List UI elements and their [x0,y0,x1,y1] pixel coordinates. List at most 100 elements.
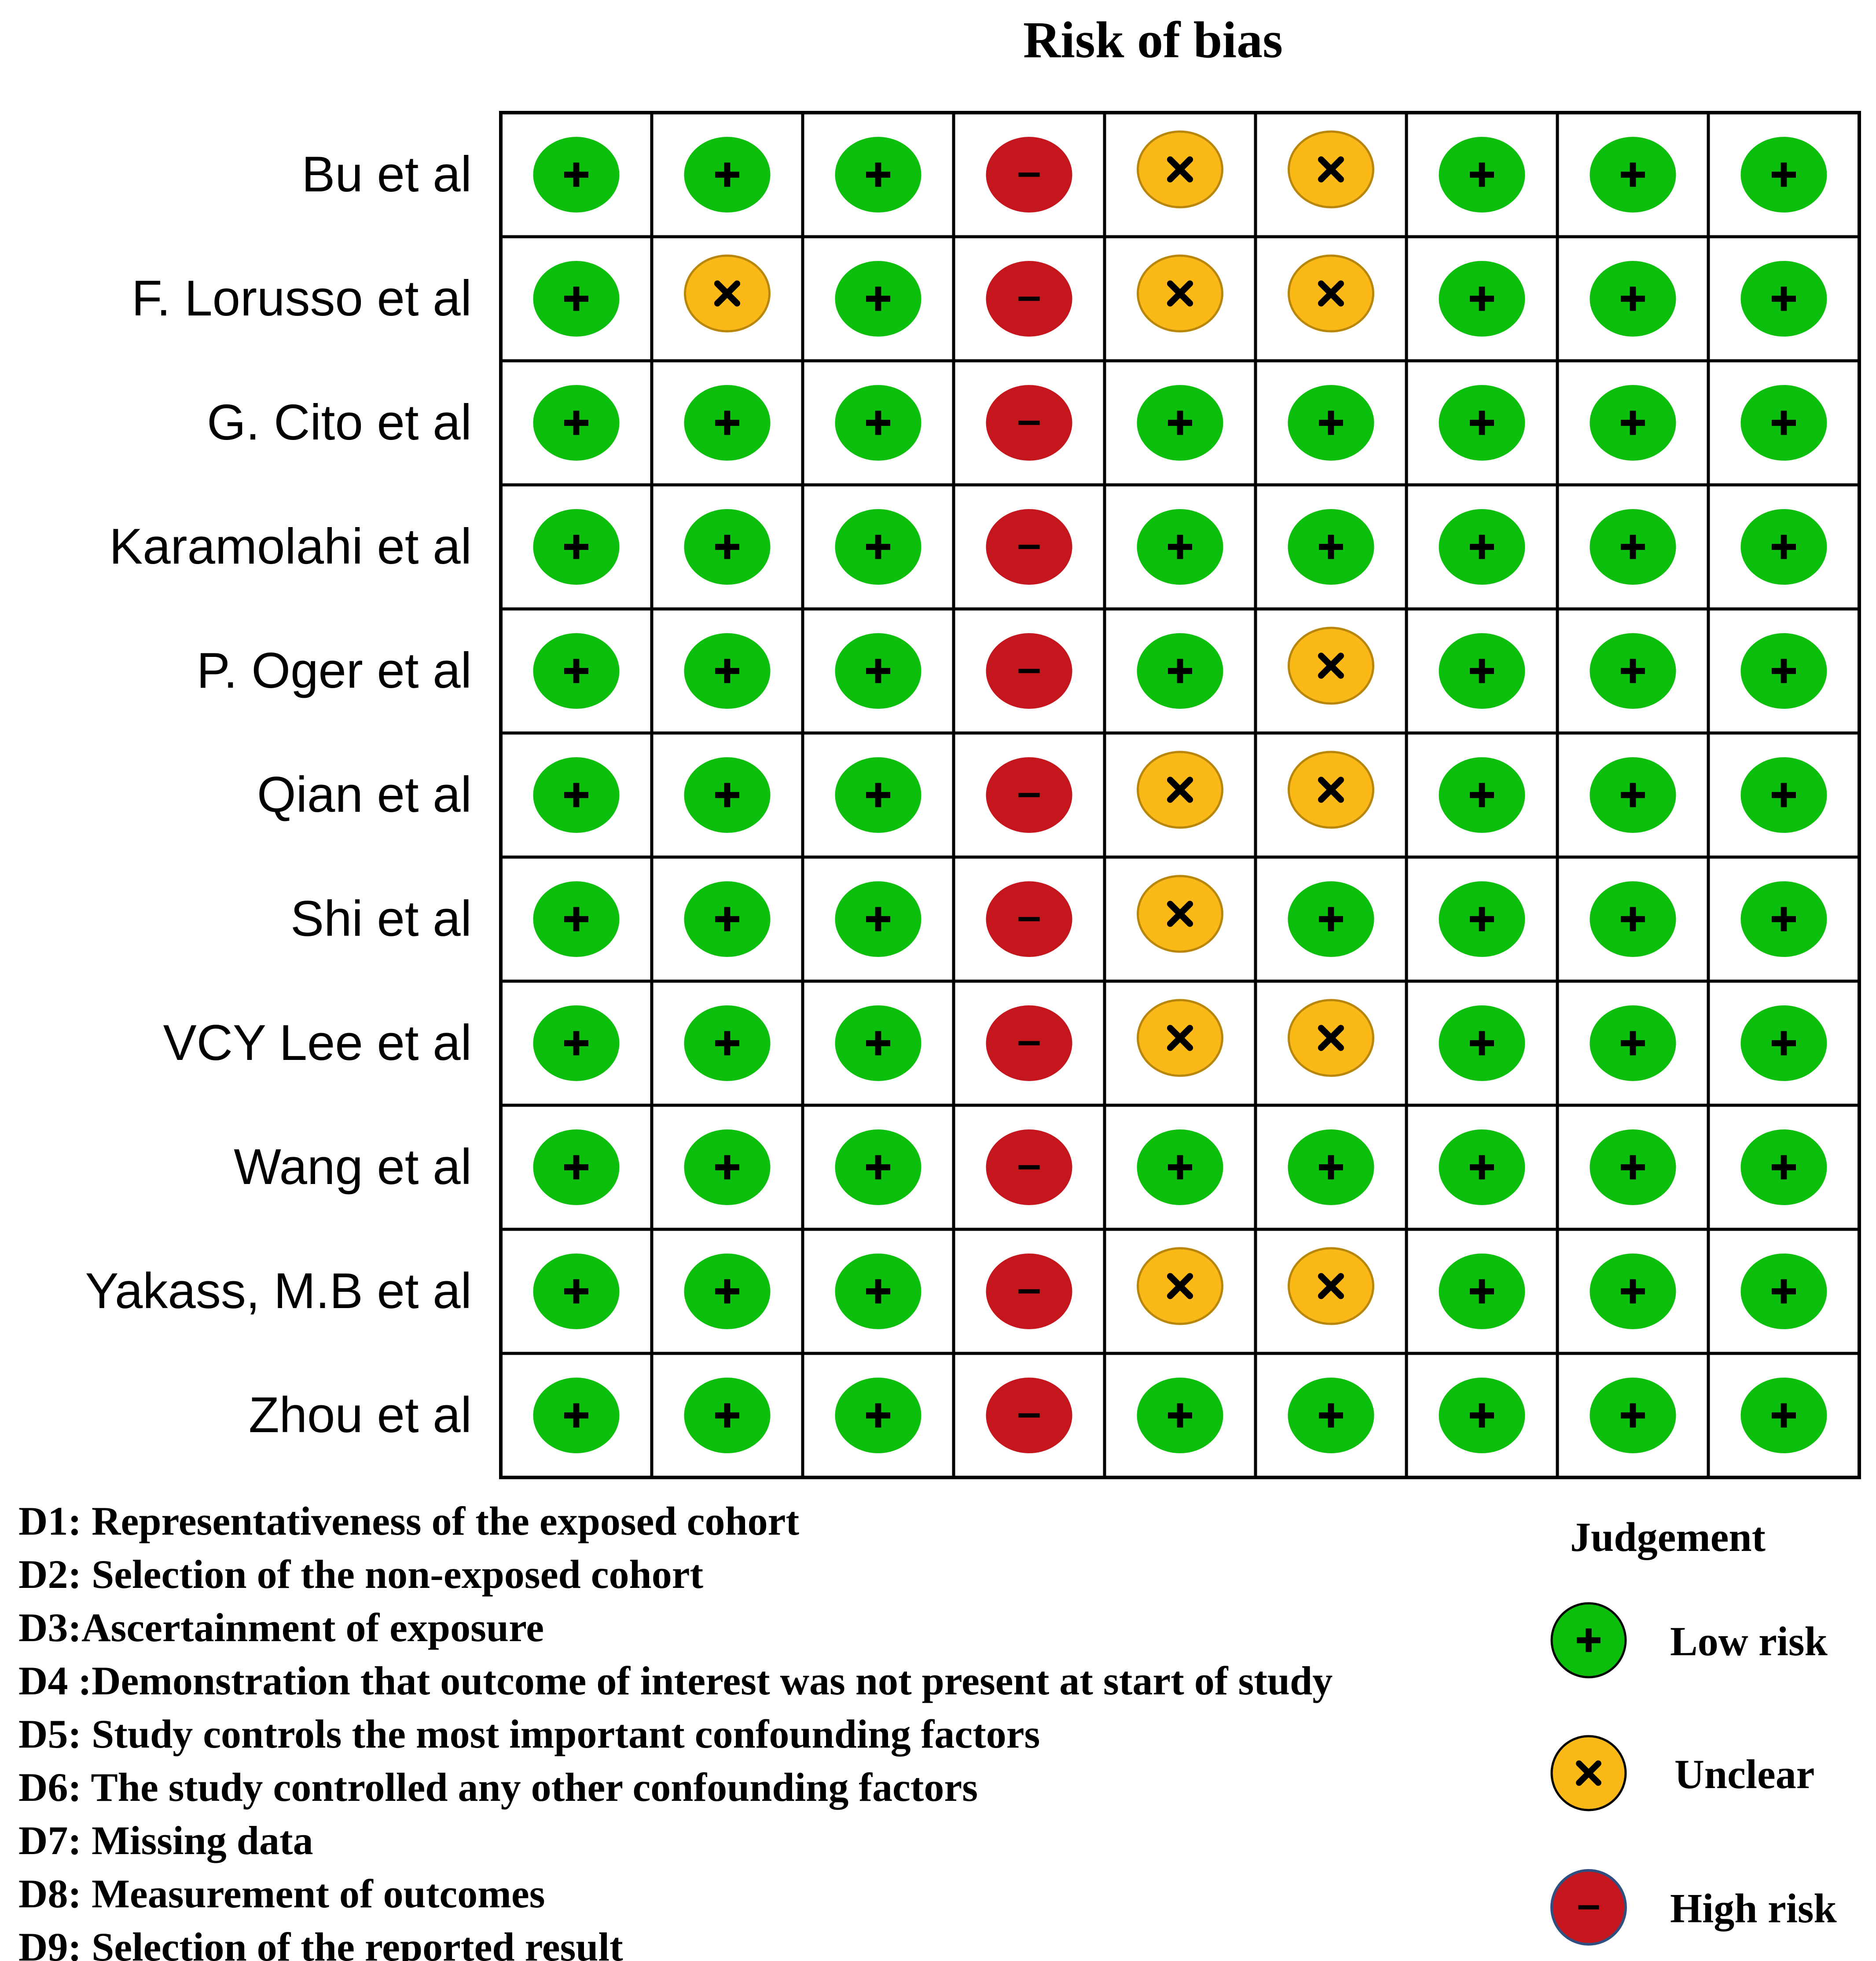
study-label: Zhou et al [249,1387,472,1443]
judgement-low-icon [1288,881,1374,957]
judgement-low-icon [1439,757,1525,833]
judgement-low-icon [835,881,921,957]
study-label: P. Oger et al [197,643,472,699]
judgement-low-icon [1137,1129,1223,1205]
judgement-low-icon [684,1129,771,1205]
domain-description: D4 :Demonstration that outcome of intere… [18,1658,1333,1703]
judgement-low-icon [1439,261,1525,337]
judgement-low-icon [684,385,771,461]
judgement-low-icon [533,261,620,337]
study-labels: Bu et alF. Lorusso et alG. Cito et alKar… [85,147,472,1443]
judgement-low-icon [1590,757,1676,833]
judgement-low-icon [1137,385,1223,461]
judgement-low-icon [835,509,921,585]
domain-description: D5: Study controls the most important co… [18,1712,1040,1756]
judgement-unclear-icon [1137,1247,1223,1325]
judgement-low-icon [1590,1129,1676,1205]
judgement-unclear-icon [684,254,771,333]
judgement-high-icon [986,1378,1072,1453]
judgement-unclear-icon [1288,254,1374,333]
judgement-high-icon [986,261,1072,337]
judgement-low-icon [1740,881,1827,957]
study-label: F. Lorusso et al [132,271,472,326]
judgement-unclear-icon [1288,627,1374,705]
judgement-low-icon [1590,509,1676,585]
judgement-high-icon [986,633,1072,709]
judgement-low-icon [684,633,771,709]
judgement-low-icon [533,1378,620,1453]
study-label: Karamolahi et al [109,519,472,575]
judgement-low-icon [1137,633,1223,709]
judgement-low-icon [1740,1005,1827,1081]
judgement-low-icon [1740,137,1827,213]
domain-description: D9: Selection of the reported result [18,1924,623,1961]
judgement-low-icon [1590,137,1676,213]
judgement-low-icon [1439,385,1525,461]
judgement-low-icon [1439,1254,1525,1329]
judgement-high-icon [986,385,1072,461]
judgement-low-icon [1590,1378,1676,1453]
study-label: Qian et al [257,767,472,823]
judgement-unclear-icon [1137,875,1223,953]
judgement-low-icon [684,881,771,957]
chart-title: Risk of bias [1023,11,1283,69]
judgement-low-icon [1740,633,1827,709]
judgement-unclear-icon [1137,254,1223,333]
legend-low-icon [1550,1602,1627,1679]
domain-description: D1: Representativeness of the exposed co… [18,1499,800,1543]
judgement-low-icon [533,757,620,833]
judgement-low-icon [1740,1129,1827,1205]
judgement-low-icon [684,1254,771,1329]
judgement-unclear-icon [1137,751,1223,829]
judgement-low-icon [1439,633,1525,709]
judgement-low-icon [1740,1254,1827,1329]
judgement-low-icon [1137,509,1223,585]
domain-descriptions: D1: Representativeness of the exposed co… [18,1499,1333,1961]
judgement-low-icon [1288,509,1374,585]
judgement-low-icon [1590,881,1676,957]
judgement-cells [533,130,1827,1453]
judgement-low-icon [533,137,620,213]
legend-title: Judgement [1570,1514,1766,1560]
domain-description: D8: Measurement of outcomes [18,1871,545,1916]
judgement-low-icon [1288,1378,1374,1453]
judgement-low-icon [684,1005,771,1081]
judgement-high-icon [986,881,1072,957]
legend-label: High risk [1670,1886,1837,1932]
judgement-high-icon [986,1254,1072,1329]
judgement-low-icon [1590,385,1676,461]
judgement-low-icon [1590,261,1676,337]
judgement-high-icon [986,509,1072,585]
judgement-low-icon [1439,1005,1525,1081]
judgement-low-icon [835,1005,921,1081]
judgement-high-icon [986,1005,1072,1081]
judgement-low-icon [1439,137,1525,213]
domain-description: D7: Missing data [18,1818,313,1863]
grid-border [499,111,1861,1479]
judgement-low-icon [533,509,620,585]
legend-high-icon [1550,1869,1627,1946]
judgement-low-icon [533,385,620,461]
judgement-high-icon [986,757,1072,833]
judgement-low-icon [533,881,620,957]
judgement-low-icon [684,757,771,833]
judgement-high-icon [986,137,1072,213]
domain-description: D6: The study controlled any other confo… [18,1765,978,1810]
judgement-unclear-icon [1288,130,1374,209]
judgement-low-icon [533,633,620,709]
judgement-unclear-icon [1137,130,1223,209]
study-label: VCY Lee et al [163,1015,472,1071]
judgement-low-icon [835,385,921,461]
judgement-low-icon [835,1254,921,1329]
judgement-low-icon [835,261,921,337]
judgement-low-icon [1439,509,1525,585]
judgement-low-icon [533,1005,620,1081]
judgement-low-icon [1288,385,1374,461]
judgement-unclear-icon [1137,999,1223,1077]
legend-label: Unclear [1674,1752,1814,1797]
judgement-low-icon [1740,1378,1827,1453]
judgement-low-icon [835,757,921,833]
judgement-low-icon [1590,1005,1676,1081]
